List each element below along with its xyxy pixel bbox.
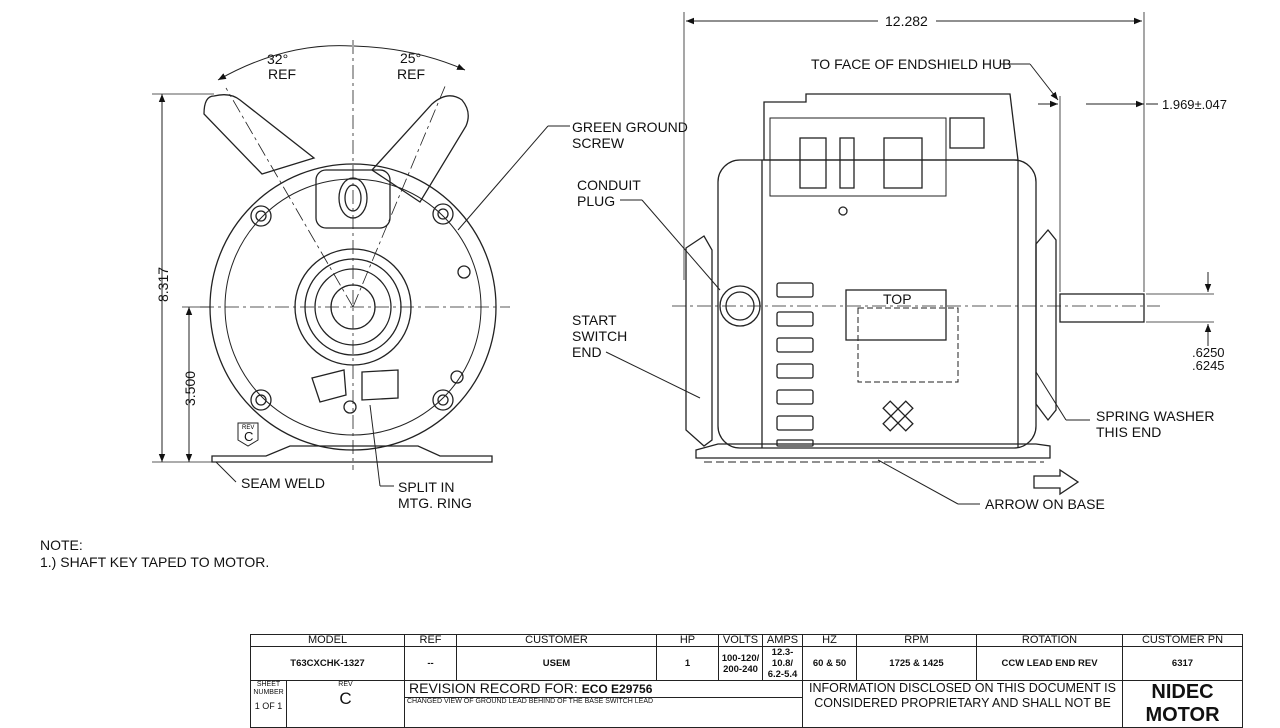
seam-weld-label: SEAM WELD xyxy=(241,475,325,491)
value-customer: USEM xyxy=(456,646,657,681)
height-dimension: 8.317 xyxy=(155,267,171,302)
conduit-plug-label: CONDUIT xyxy=(577,177,641,193)
shaft-extension-dimension: 1.969±.047 xyxy=(1162,97,1227,112)
title-block-header-row: MODEL REF CUSTOMER HP VOLTS AMPS HZ RPM … xyxy=(250,634,1243,647)
header-customer: CUSTOMER xyxy=(456,634,657,647)
shaft-diameter-max: .6250 xyxy=(1192,345,1225,360)
spring-washer-label-2: THIS END xyxy=(1096,424,1161,440)
top-label: TOP xyxy=(883,291,912,307)
value-customer-pn: 6317 xyxy=(1122,646,1243,681)
rev-value: C xyxy=(339,689,352,708)
rev-cell: REV C xyxy=(286,680,405,728)
sheet-label: SHEET NUMBER xyxy=(253,681,284,696)
mounting-bolt xyxy=(432,389,454,411)
angle-left-ref: REF xyxy=(268,66,296,82)
start-switch-label-2: SWITCH xyxy=(572,328,627,344)
start-switch-label-3: END xyxy=(572,344,602,360)
motor-shaft xyxy=(1059,293,1145,323)
right-capacitor xyxy=(371,95,469,203)
value-rpm: 1725 & 1425 xyxy=(856,646,977,681)
front-view-labels: 32° REF 25° REF 8.317 3.500 GREEN GROUND… xyxy=(155,50,688,511)
value-amps: 12.3-10.8/ 6.2-5.4 xyxy=(762,646,803,681)
green-ground-label-2: SCREW xyxy=(572,135,625,151)
front-view xyxy=(152,40,570,487)
title-block-value-row: T63CXCHK-1327 -- USEM 1 100-120/ 200-240… xyxy=(250,646,1243,681)
rev-tag-letter: C xyxy=(244,429,253,444)
motor-outline-drawing: 32° REF 25° REF 8.317 3.500 GREEN GROUND… xyxy=(152,12,1227,512)
sheet-value: 1 OF 1 xyxy=(254,701,283,711)
value-rotation: CCW LEAD END REV xyxy=(976,646,1123,681)
center-height-dimension: 3.500 xyxy=(182,371,198,406)
overall-length-dimension: 12.282 xyxy=(885,13,928,29)
start-switch-label: START xyxy=(572,312,617,328)
value-model: T63CXCHK-1327 xyxy=(250,646,405,681)
proprietary-info: INFORMATION DISCLOSED ON THIS DOCUMENT I… xyxy=(802,680,1123,728)
mounting-bolt xyxy=(250,389,272,411)
capacitor-housing xyxy=(763,93,1019,161)
mounting-bolt xyxy=(250,205,272,227)
side-view-labels: 12.282 TO FACE OF ENDSHIELD HUB 1.969±.0… xyxy=(572,13,1227,512)
right-endbell xyxy=(1035,228,1057,422)
arrow-on-base-label: ARROW ON BASE xyxy=(985,496,1105,512)
arrow-on-base xyxy=(1033,468,1080,496)
angle-right-ref: REF xyxy=(397,66,425,82)
mounting-bolt xyxy=(432,203,454,225)
motor-body xyxy=(717,159,1037,449)
value-hz: 60 & 50 xyxy=(802,646,857,681)
header-amps: AMPS xyxy=(762,634,803,647)
rev-tag-small: REV xyxy=(242,425,254,431)
split-ring-label-2: MTG. RING xyxy=(398,495,472,511)
header-hz: HZ xyxy=(802,634,857,647)
left-capacitor xyxy=(203,94,316,175)
face-hub-label: TO FACE OF ENDSHIELD HUB xyxy=(811,56,1011,72)
shaft-diameter-min: .6245 xyxy=(1192,358,1225,373)
angle-right-label: 25° xyxy=(400,50,421,66)
angle-left-label: 32° xyxy=(267,51,288,67)
revision-record-label: REVISION RECORD FOR: xyxy=(409,680,578,696)
conduit-plug-label-2: PLUG xyxy=(577,193,615,209)
header-customer-pn: CUSTOMER PN xyxy=(1122,634,1243,647)
eco-number: ECO E29756 xyxy=(581,682,653,696)
split-ring-label: SPLIT IN xyxy=(398,479,455,495)
header-rpm: RPM xyxy=(856,634,977,647)
change-description: CHANGED VIEW OF GROUND LEAD BEHIND OF TH… xyxy=(405,697,802,705)
side-view xyxy=(605,12,1214,505)
value-ref: -- xyxy=(404,646,457,681)
header-ref: REF xyxy=(404,634,457,647)
header-hp: HP xyxy=(656,634,719,647)
value-hp: 1 xyxy=(656,646,719,681)
header-volts: VOLTS xyxy=(718,634,763,647)
company-brand: NIDEC MOTOR xyxy=(1122,680,1243,728)
title-block-revision-row: SHEET NUMBER 1 OF 1 REV C REVISION RECOR… xyxy=(250,680,1243,728)
value-volts: 100-120/ 200-240 xyxy=(718,646,763,681)
header-model: MODEL xyxy=(250,634,405,647)
header-rotation: ROTATION xyxy=(976,634,1123,647)
rev-label: REV xyxy=(338,681,353,688)
green-ground-label: GREEN GROUND xyxy=(572,119,688,135)
title-block: MODEL REF CUSTOMER HP VOLTS AMPS HZ RPM … xyxy=(250,634,1243,728)
revision-record-cell: REVISION RECORD FOR: ECO E29756 CHANGED … xyxy=(404,680,803,728)
sheet-cell: SHEET NUMBER 1 OF 1 xyxy=(250,680,287,728)
note-title: NOTE: xyxy=(40,537,83,553)
note-line-1: 1.) SHAFT KEY TAPED TO MOTOR. xyxy=(40,554,270,570)
left-endbell xyxy=(685,235,713,447)
spring-washer-label: SPRING WASHER xyxy=(1096,408,1215,424)
note-block: NOTE: 1.) SHAFT KEY TAPED TO MOTOR. xyxy=(40,537,269,571)
